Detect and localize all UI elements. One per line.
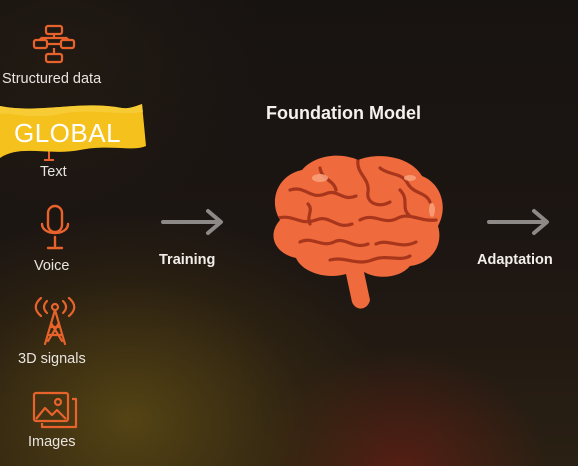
flowchart-icon xyxy=(32,24,76,64)
global-banner xyxy=(0,104,146,158)
adaptation-arrow-icon xyxy=(487,209,549,235)
input-label-3d-signals: 3D signals xyxy=(18,351,86,367)
signal-tower-icon xyxy=(34,297,76,346)
training-label: Training xyxy=(159,252,216,268)
input-label-structured-data: Structured data xyxy=(2,71,102,87)
input-label-voice: Voice xyxy=(34,258,70,274)
input-label-images: Images xyxy=(28,434,76,450)
input-label-text: Text xyxy=(40,164,67,180)
brain-icon xyxy=(273,155,443,309)
microphone-icon xyxy=(40,204,70,250)
images-icon xyxy=(32,391,78,429)
adaptation-label: Adaptation xyxy=(477,252,553,268)
training-arrow-icon xyxy=(161,209,223,235)
global-banner-text: GLOBAL xyxy=(14,118,122,148)
page-title: Foundation Model xyxy=(266,103,421,123)
